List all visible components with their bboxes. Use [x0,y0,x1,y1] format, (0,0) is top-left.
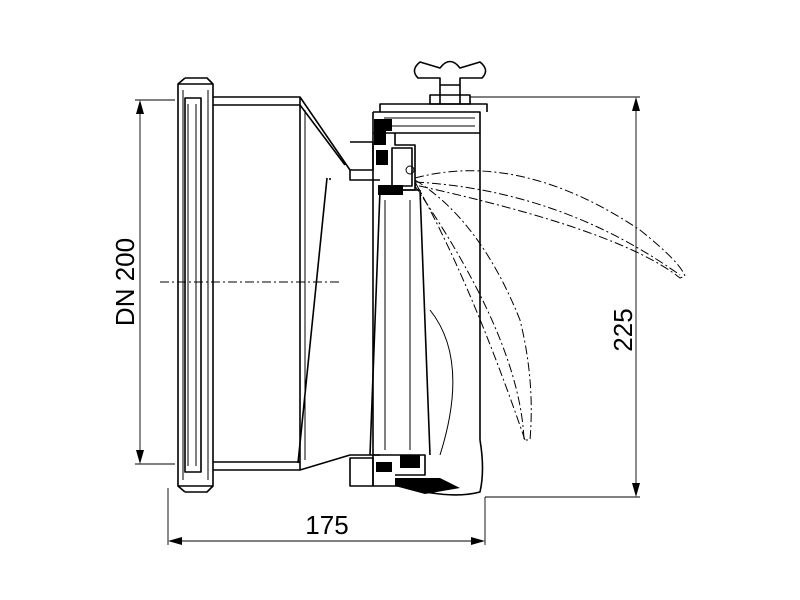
knob [413,60,487,105]
dimension-height-label: 225 [608,308,638,351]
dimension-width-label: 175 [305,510,348,540]
flap-positions [414,170,686,441]
pipe-socket [177,77,380,493]
dimension-lines [135,96,640,545]
seal-hatching [374,119,460,494]
dimension-diameter-label: DN 200 [110,238,140,326]
